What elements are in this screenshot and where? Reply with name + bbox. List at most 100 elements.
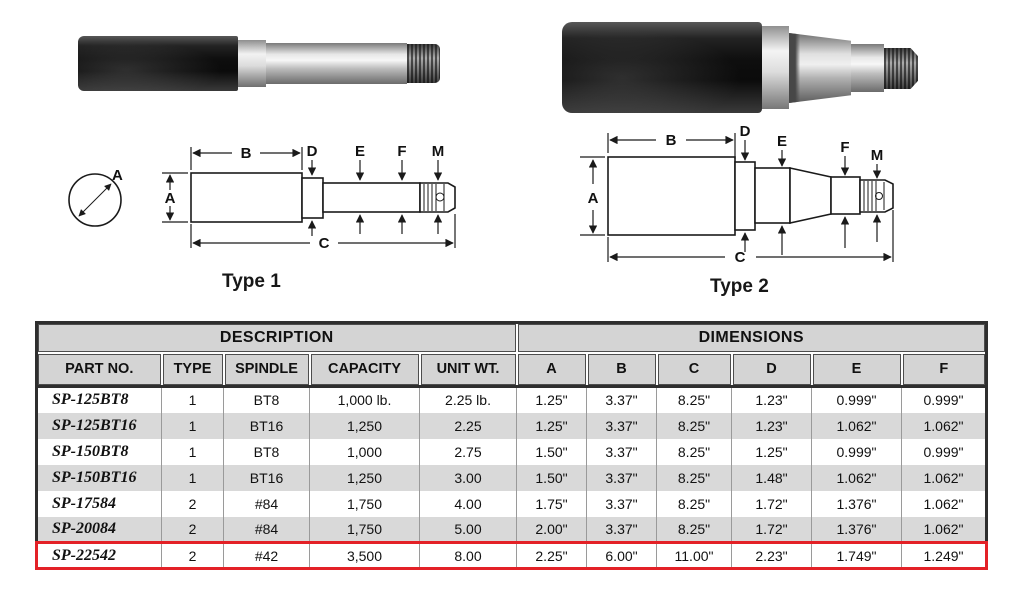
spec-cell: 2 (161, 541, 224, 570)
spec-cell: 2.23" (731, 541, 812, 570)
spec-cell: 3.37" (586, 516, 657, 543)
spec-cell: 1 (161, 464, 224, 491)
type2-caption: Type 2 (710, 276, 769, 297)
dim-a (162, 172, 188, 223)
spec-cell: BT8 (223, 386, 310, 413)
spec-cell: 1.062" (900, 516, 987, 543)
spec-cell: 2 (161, 516, 224, 543)
dim-label-m: M (432, 143, 445, 160)
spec-cell: 4.00 (419, 490, 517, 517)
spec-cell: 1.50" (516, 464, 587, 491)
spec-cell: 1.50" (516, 438, 587, 465)
spec-cell: BT16 (223, 412, 310, 439)
type2-diagram: A B D E F M C (580, 123, 894, 266)
spec-cell: 1,250 (309, 412, 420, 439)
column-header-d: D (730, 351, 813, 388)
part-no-cell: SP-22542 (35, 541, 162, 570)
dim-c (190, 214, 456, 248)
spec-cell: 0.999" (900, 386, 987, 413)
spec-cell: #84 (223, 516, 310, 543)
spec-cell: 1.376" (811, 516, 902, 543)
spec-cell: 2.00" (516, 516, 587, 543)
spec-cell: 1,000 (309, 438, 420, 465)
spec-cell: 1.376" (811, 490, 902, 517)
spindle-threaded-tip (407, 44, 440, 83)
diagram-threaded-tip (859, 179, 894, 213)
dim-label-e: E (777, 133, 787, 150)
spec-cell: 3,500 (309, 541, 420, 570)
dim-c (607, 210, 894, 262)
end-view-circle: A (68, 167, 123, 227)
spindle-shaft (266, 43, 407, 84)
column-header-b: B (585, 351, 658, 388)
spec-cell: 8.25" (656, 412, 732, 439)
diagram-neck (754, 167, 791, 224)
spec-cell: 1,750 (309, 490, 420, 517)
spec-cell: 1.249" (900, 541, 989, 570)
dim-label-b: B (241, 145, 252, 162)
dim-label-m: M (871, 147, 884, 164)
spec-cell: 1.062" (811, 464, 902, 491)
spec-cell: 5.00 (419, 516, 517, 543)
dim-b (607, 133, 736, 159)
spec-cell: 3.37" (586, 490, 657, 517)
diagram-step (830, 176, 861, 215)
spec-cell: 2.25 lb. (419, 386, 517, 413)
spec-cell: #42 (223, 541, 310, 570)
group-header-description: DESCRIPTION (35, 321, 518, 354)
dim-label-a: A (165, 190, 176, 207)
part-no-cell: SP-150BT8 (36, 438, 162, 465)
spec-cell: 1.72" (731, 516, 812, 543)
type2-spindle-photo (560, 10, 922, 113)
spec-cell: 0.999" (811, 386, 902, 413)
spec-cell: 6.00" (586, 541, 657, 570)
dim-leaders (307, 160, 443, 236)
dim-label-f: F (397, 143, 406, 160)
dim-label-d: D (740, 123, 751, 140)
spec-cell: 1 (161, 438, 224, 465)
group-header-row: DESCRIPTION DIMENSIONS (35, 321, 988, 354)
spindle-body (562, 22, 762, 113)
dim-a (580, 156, 605, 236)
spec-cell: 3.37" (586, 464, 657, 491)
spec-cell: BT8 (223, 438, 310, 465)
column-header-unit-wt: UNIT WT. (418, 351, 518, 388)
spec-cell: 8.00 (419, 541, 517, 570)
dim-label-c: C (735, 249, 746, 266)
spindle-body (78, 36, 238, 91)
spec-table-head: DESCRIPTION DIMENSIONS PART NO. TYPE SPI… (35, 321, 988, 388)
dim-label-a: A (112, 167, 123, 184)
column-header-part-no: PART NO. (35, 351, 163, 388)
spec-cell: 8.25" (656, 438, 732, 465)
dim-b (190, 147, 303, 170)
part-no-cell: SP-17584 (36, 490, 162, 517)
spec-cell: BT16 (223, 464, 310, 491)
spec-cell: 0.999" (900, 438, 987, 465)
spec-cell: 2 (161, 490, 224, 517)
spec-cell: 1 (161, 412, 224, 439)
diagram-threaded-tip (419, 182, 456, 213)
column-header-f: F (900, 351, 988, 388)
spec-cell: 1.48" (731, 464, 812, 491)
spec-cell: 1.72" (731, 490, 812, 517)
dim-label-c: C (319, 235, 330, 252)
spec-cell: 1.062" (900, 412, 987, 439)
diagram-shaft (322, 182, 421, 213)
spec-cell: 3.37" (586, 386, 657, 413)
spindle-collar (762, 26, 789, 109)
cotter-pin-hole (875, 192, 883, 200)
spec-cell: 8.25" (656, 490, 732, 517)
column-header-capacity: CAPACITY (308, 351, 421, 388)
diagram-collar (734, 161, 756, 231)
dim-label-d: D (307, 143, 318, 160)
spindle-taper (789, 33, 851, 103)
part-no-cell: SP-125BT16 (36, 412, 162, 439)
spec-table: DESCRIPTION DIMENSIONS PART NO. TYPE SPI… (35, 321, 989, 570)
